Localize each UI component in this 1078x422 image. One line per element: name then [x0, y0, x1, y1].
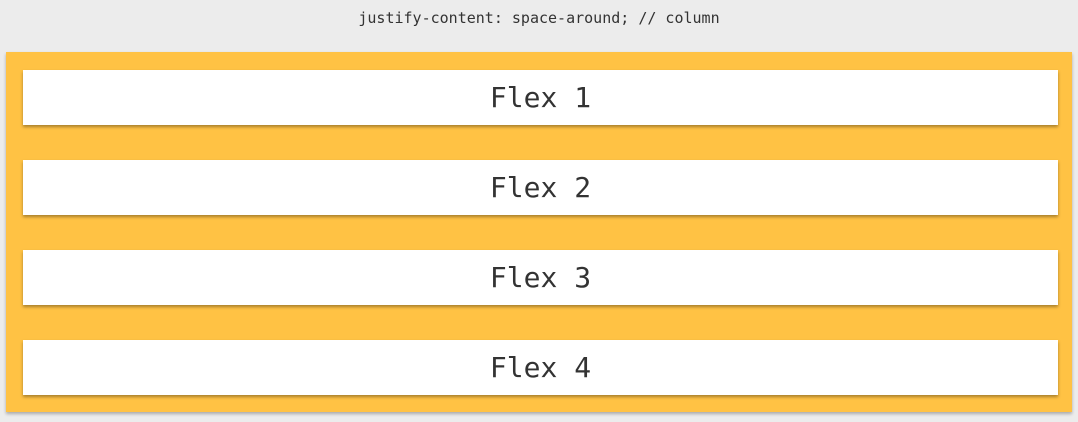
code-caption: justify-content: space-around; // column [358, 9, 720, 27]
flex-container: Flex 1 Flex 2 Flex 3 Flex 4 [6, 52, 1072, 412]
flex-item-3: Flex 3 [23, 249, 1058, 305]
flex-item-4: Flex 4 [23, 339, 1058, 395]
flex-item-2: Flex 2 [23, 159, 1058, 215]
flex-item-1: Flex 1 [23, 69, 1058, 125]
